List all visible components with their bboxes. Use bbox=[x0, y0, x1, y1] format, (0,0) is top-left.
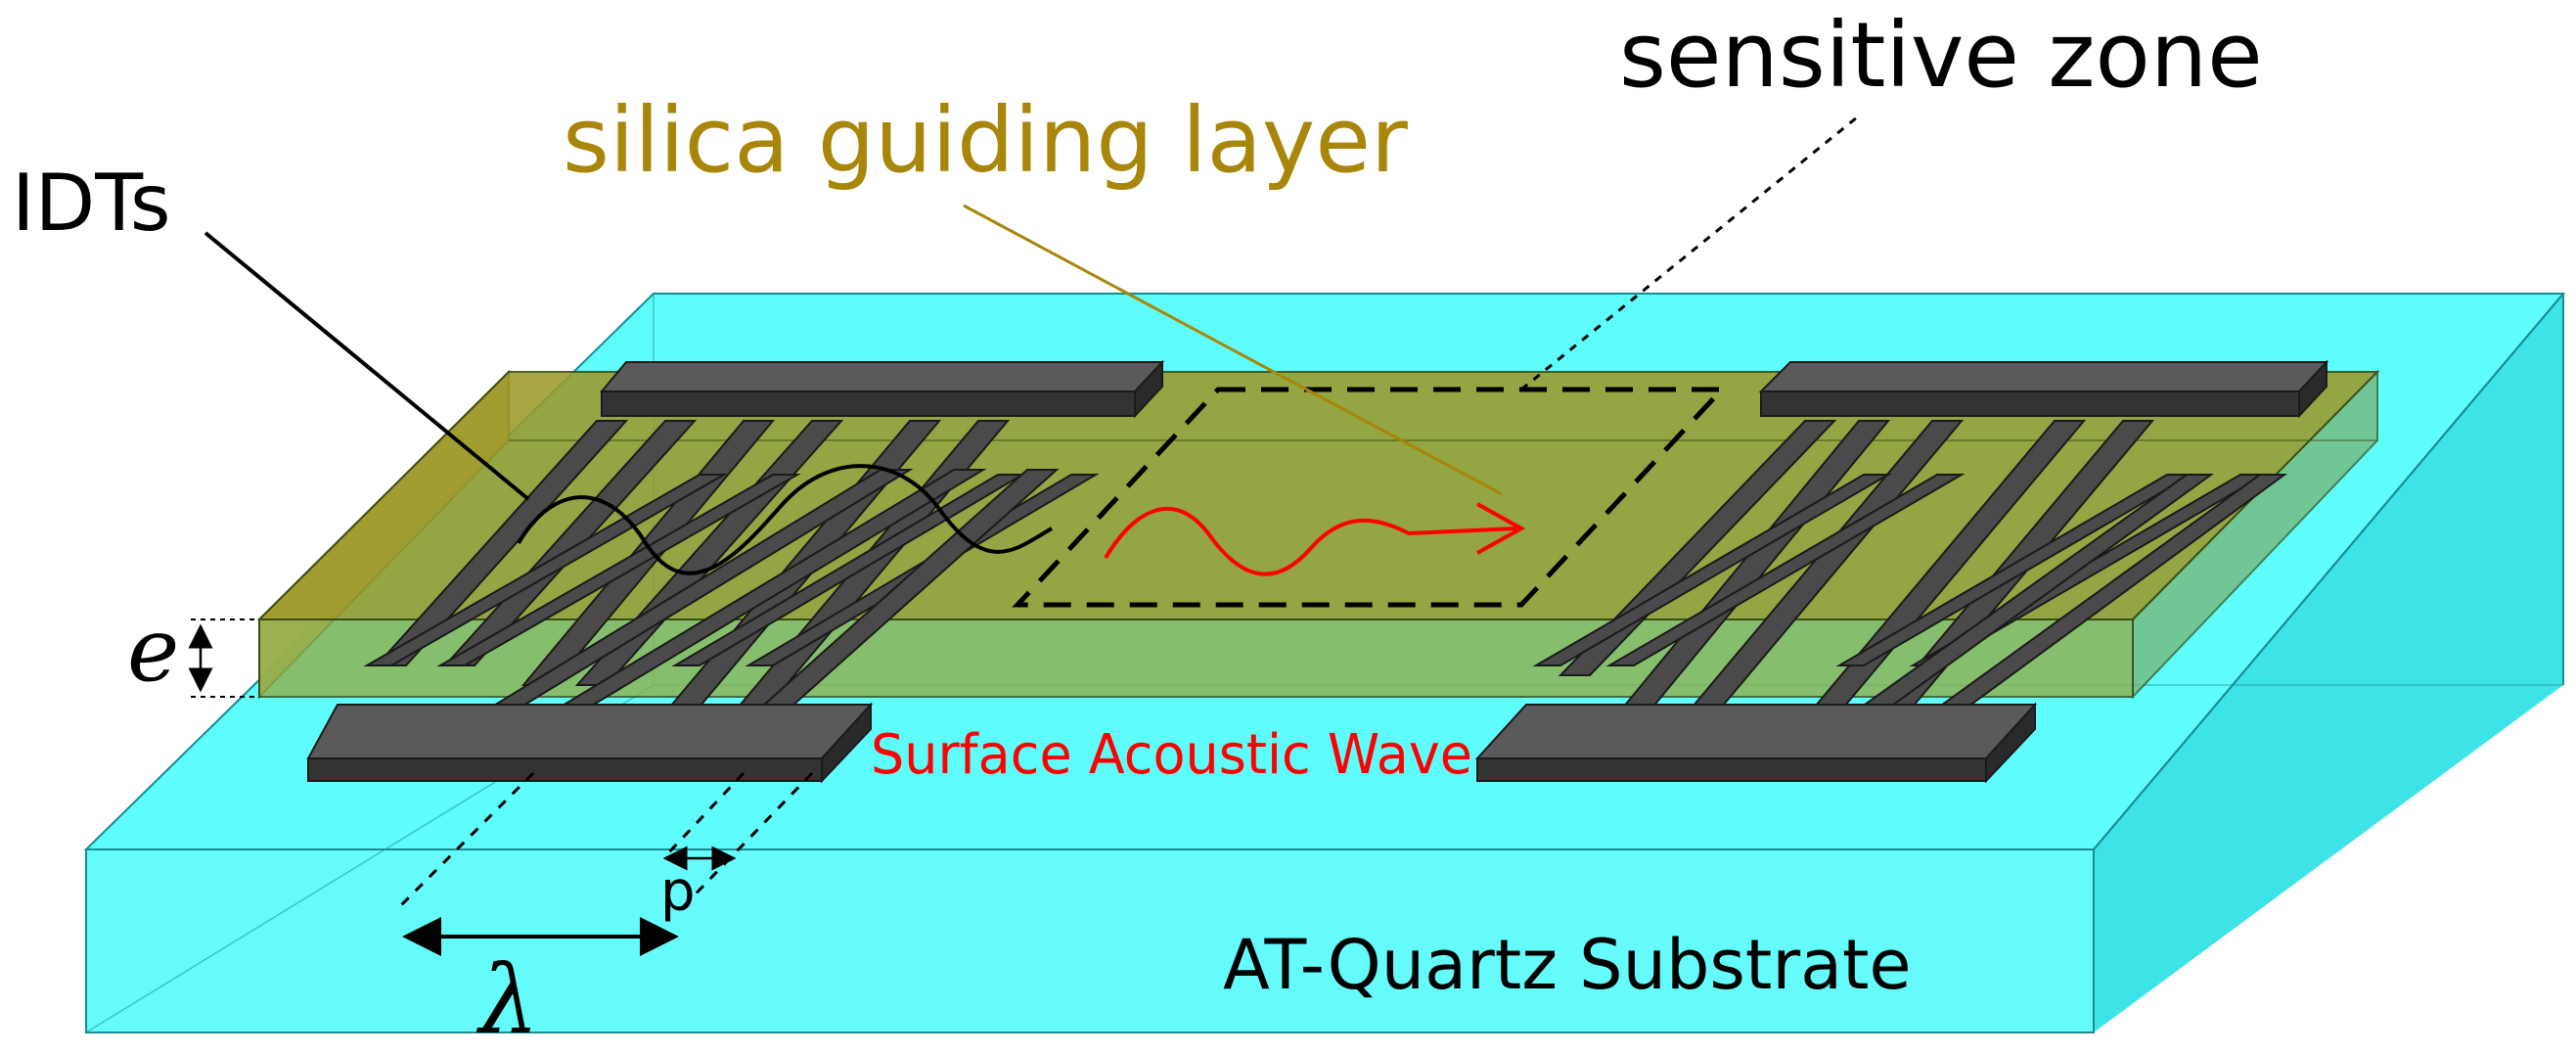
black-sine-wave-icon bbox=[517, 464, 1053, 575]
sensitive-zone-outline bbox=[1012, 387, 1728, 608]
period-label: p bbox=[660, 860, 696, 924]
left-idt-fingers bbox=[363, 420, 1100, 725]
sensitive-zone-label: sensitive zone bbox=[1619, 3, 2263, 108]
right-idt-bottom-bus bbox=[1474, 704, 2038, 759]
red-wave-arrow-icon bbox=[1104, 502, 1526, 576]
left-idt bbox=[306, 359, 1165, 784]
substrate-right-face bbox=[2094, 294, 2563, 1032]
right-idt bbox=[1474, 359, 2329, 784]
thickness-dimension bbox=[188, 619, 259, 698]
substrate-label: AT-Quartz Substrate bbox=[1223, 925, 1912, 1005]
wavelength-label: λ bbox=[475, 945, 539, 1054]
right-idt-fingers bbox=[1532, 420, 2288, 745]
saw-label: Surface Acoustic Wave bbox=[871, 723, 1472, 787]
idts-label: IDTs bbox=[12, 158, 171, 249]
left-idt-bottom-bus bbox=[306, 704, 874, 759]
right-idt-top-bus bbox=[1758, 361, 2329, 392]
silica-leader bbox=[963, 204, 1503, 496]
wavelength-dimension bbox=[394, 771, 814, 956]
silica-layer-label: silica guiding layer bbox=[563, 88, 1408, 193]
left-idt-top-bus bbox=[599, 361, 1165, 392]
idts-leader bbox=[203, 231, 530, 501]
thickness-label: e bbox=[127, 599, 179, 702]
substrate-front-face bbox=[85, 848, 2095, 1033]
